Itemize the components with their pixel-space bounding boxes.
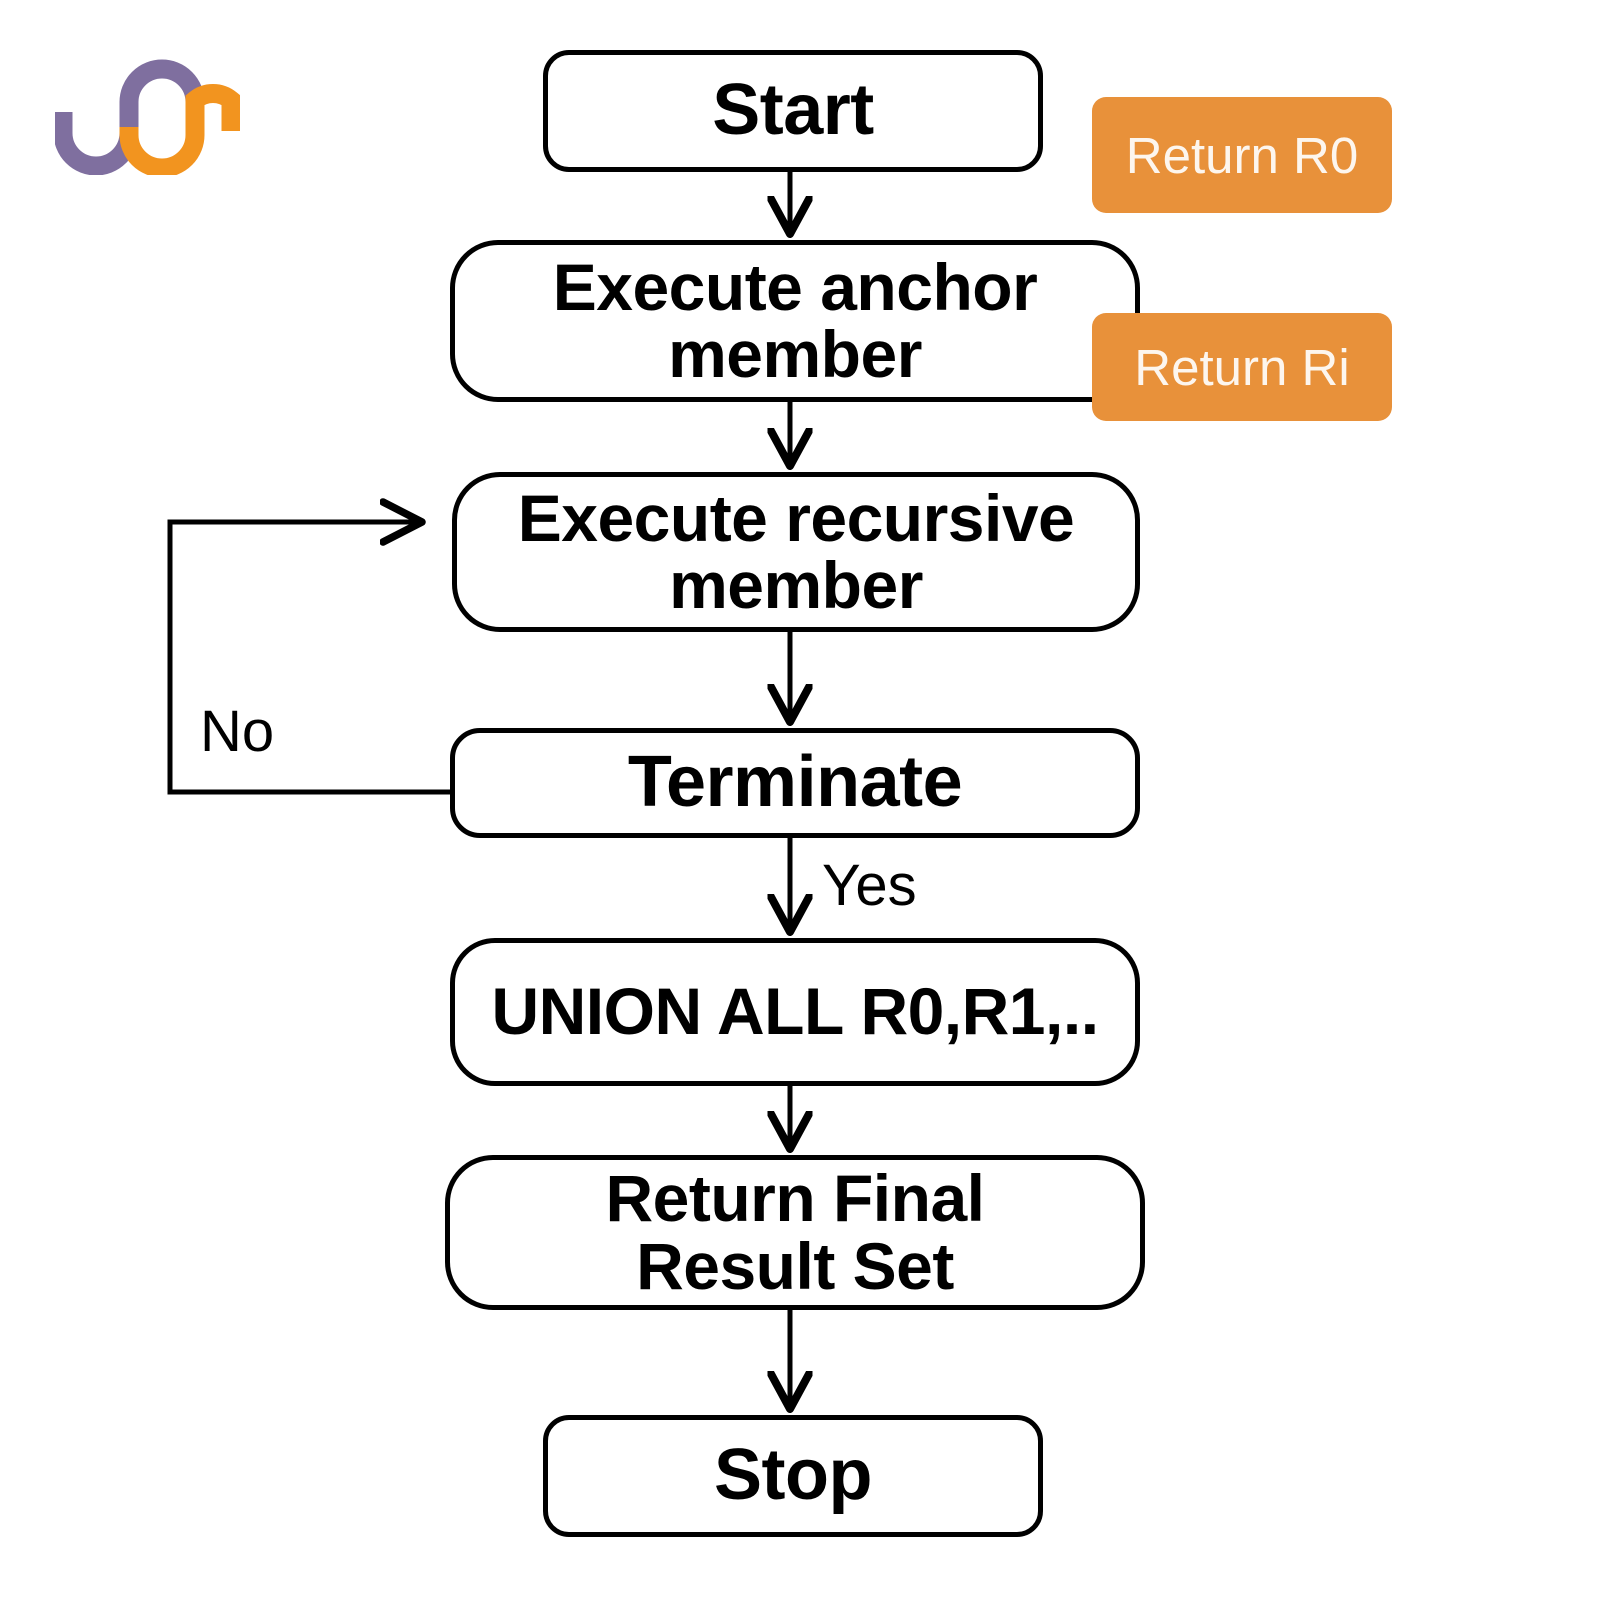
callout-return-r0[interactable]: Return R0 — [1092, 97, 1392, 213]
node-return-final-result-set[interactable]: Return Final Result Set — [445, 1155, 1145, 1310]
node-stop[interactable]: Stop — [543, 1415, 1043, 1537]
node-execute-anchor-member[interactable]: Execute anchor member — [450, 240, 1140, 402]
edge-label-yes: Yes — [822, 853, 917, 918]
edge-label-no: No — [200, 699, 275, 764]
node-terminate[interactable]: Terminate — [450, 728, 1140, 838]
node-start[interactable]: Start — [543, 50, 1043, 172]
brand-logo — [55, 59, 240, 175]
callout-return-ri[interactable]: Return Ri — [1092, 313, 1392, 421]
node-union-all[interactable]: UNION ALL R0,R1,.. — [450, 938, 1140, 1086]
edge-terminate-to-recursive-no — [167, 522, 450, 795]
node-execute-recursive-member[interactable]: Execute recursive member — [452, 472, 1140, 632]
